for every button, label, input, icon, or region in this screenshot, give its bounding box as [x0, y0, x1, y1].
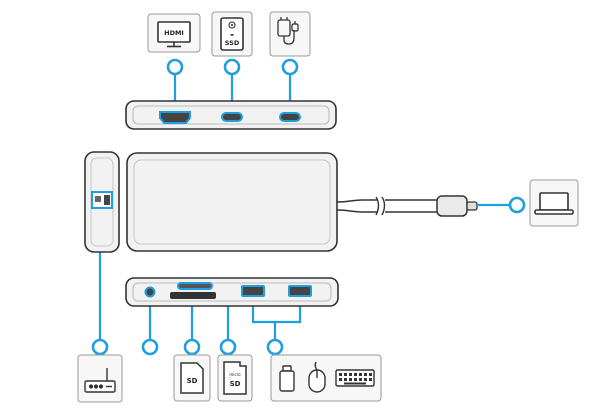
microsd-label-bottom: SD [230, 380, 241, 388]
ssd-label: SSD [225, 39, 240, 47]
ssd-box: ▬ SSD [211, 11, 253, 57]
ethernet-connector-dot [91, 338, 109, 356]
ethernet-port [91, 191, 113, 209]
audio-connector-dot [141, 338, 159, 356]
connector-dots [91, 58, 526, 356]
usb-c-cable [336, 199, 378, 203]
usb-c-power-adapter-icon [277, 17, 299, 45]
usb-c-pd-port [279, 112, 301, 122]
sd-label: SD [187, 377, 198, 385]
router-icon [84, 368, 116, 393]
hdmi-connector-dot [166, 58, 184, 76]
hub-left-side [84, 151, 120, 253]
hub-top-side [125, 100, 337, 130]
ssd-drive-icon: ▬ SSD [220, 17, 244, 51]
hub-body [126, 152, 478, 252]
microsd-card-slot [177, 282, 213, 290]
router-box [77, 354, 123, 403]
usb-c-data-port [221, 112, 243, 122]
sd-card-icon: SD [180, 362, 204, 394]
microsd-label-top: micro [229, 372, 241, 377]
usb-a-port-1 [241, 285, 265, 297]
hdmi-label: HDMI [164, 29, 184, 37]
usbc-power-box [269, 11, 311, 57]
microsd-connector-dot [219, 338, 237, 356]
hdmi-port [159, 111, 191, 124]
microsd-card-box: micro SD [217, 354, 253, 402]
svg-text:▬: ▬ [230, 32, 234, 37]
usb-peripherals-box [270, 354, 382, 402]
ssd-connector-dot [223, 58, 241, 76]
hub-bottom-side [125, 277, 339, 307]
hdmi-monitor-box: HDMI [147, 13, 201, 53]
monitor-icon: HDMI [157, 21, 191, 48]
usb-a-port-2 [288, 285, 312, 297]
laptop-connector-dot [508, 196, 526, 214]
usb-a-connector-dot [266, 338, 284, 356]
microsd-card-icon: micro SD [223, 361, 247, 395]
keyboard-icon [335, 369, 375, 387]
sd-connector-dot [183, 338, 201, 356]
usb-c-plug [436, 195, 468, 217]
usb-a-connector-line [251, 295, 302, 324]
laptop-icon [534, 192, 574, 215]
usb-flash-drive-icon [279, 365, 295, 392]
usbc-power-connector-dot [281, 58, 299, 76]
mouse-icon [308, 361, 326, 393]
sd-card-box: SD [173, 354, 211, 402]
audio-jack-port [144, 286, 156, 298]
sd-card-slot [170, 292, 216, 299]
laptop-box [529, 179, 579, 227]
